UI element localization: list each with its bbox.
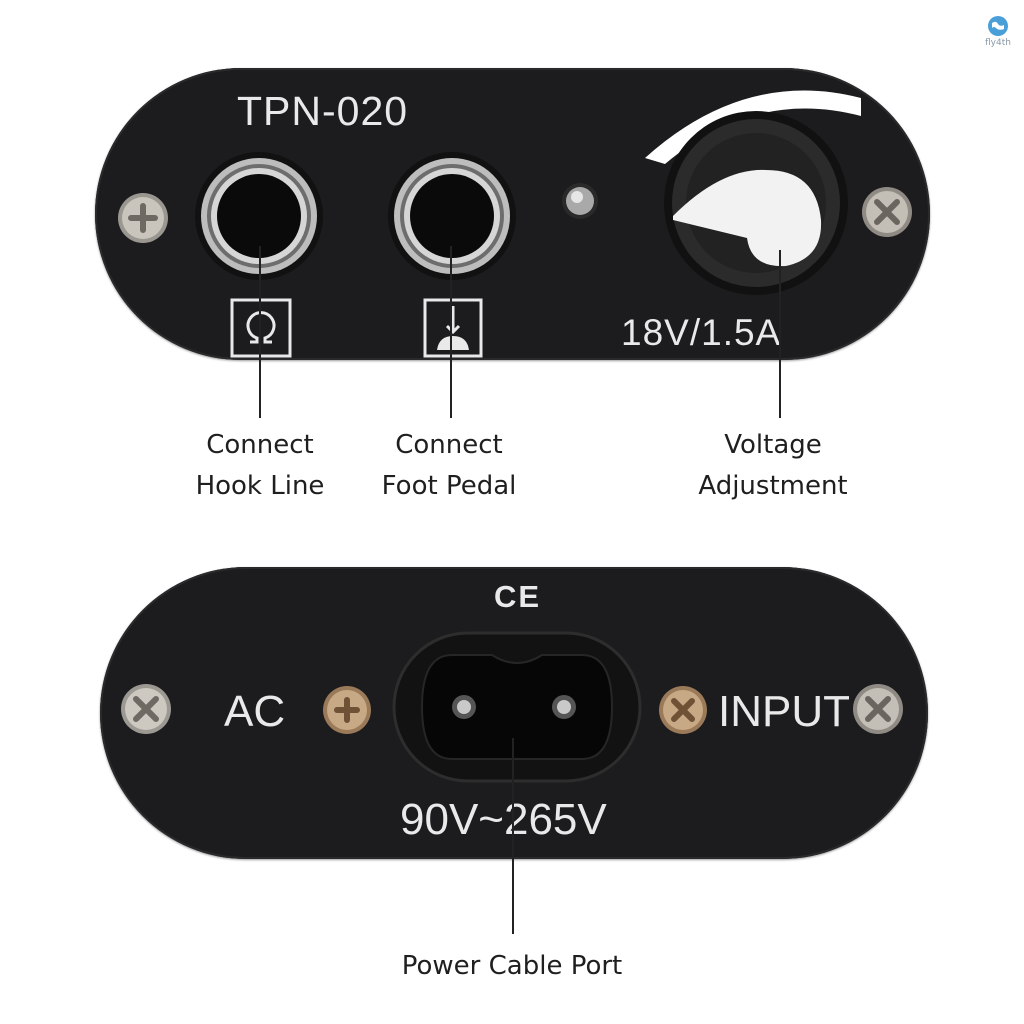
foot-pedal-label: Connect Foot Pedal xyxy=(381,430,517,501)
power-indicator-led xyxy=(562,183,598,219)
power-port-callout-line xyxy=(512,738,514,934)
rear-panel: CE AC INPUT 90V~265V xyxy=(100,567,928,859)
screw-icon xyxy=(121,684,171,734)
front-panel: TPN-020 xyxy=(95,68,930,360)
screw-icon xyxy=(853,684,903,734)
hook-line-label: Connect Hook Line xyxy=(195,430,325,501)
screw-icon xyxy=(118,193,168,243)
voltage-range-label: 90V~265V xyxy=(400,795,607,844)
voltage-callout-line xyxy=(779,250,781,418)
brass-screw-icon xyxy=(659,686,707,734)
input-label: INPUT xyxy=(718,687,850,736)
ac-label: AC xyxy=(224,687,286,736)
foot-pedal-callout-line xyxy=(450,246,452,418)
watermark: fly4th xyxy=(978,14,1018,48)
voltage-adjustment-label: Voltage Adjustment xyxy=(698,430,848,501)
rating-label: 18V/1.5A xyxy=(621,312,782,353)
hook-line-callout-line xyxy=(259,246,261,418)
globe-logo-icon xyxy=(988,16,1008,36)
watermark-text: fly4th xyxy=(985,38,1011,48)
power-cable-port-label: Power Cable Port xyxy=(401,951,623,981)
model-label: TPN-020 xyxy=(237,88,409,134)
screw-icon xyxy=(862,187,912,237)
foot-pedal-jack[interactable] xyxy=(386,150,518,282)
voltage-adjustment-knob[interactable] xyxy=(651,108,861,298)
hook-line-symbol-icon xyxy=(230,298,292,358)
brass-screw-icon xyxy=(323,686,371,734)
ce-mark: CE xyxy=(494,579,542,614)
hook-line-jack[interactable] xyxy=(193,150,325,282)
power-cable-port[interactable] xyxy=(392,631,642,783)
foot-pedal-symbol-icon xyxy=(423,298,483,358)
voltage-scale-arc xyxy=(645,90,861,164)
